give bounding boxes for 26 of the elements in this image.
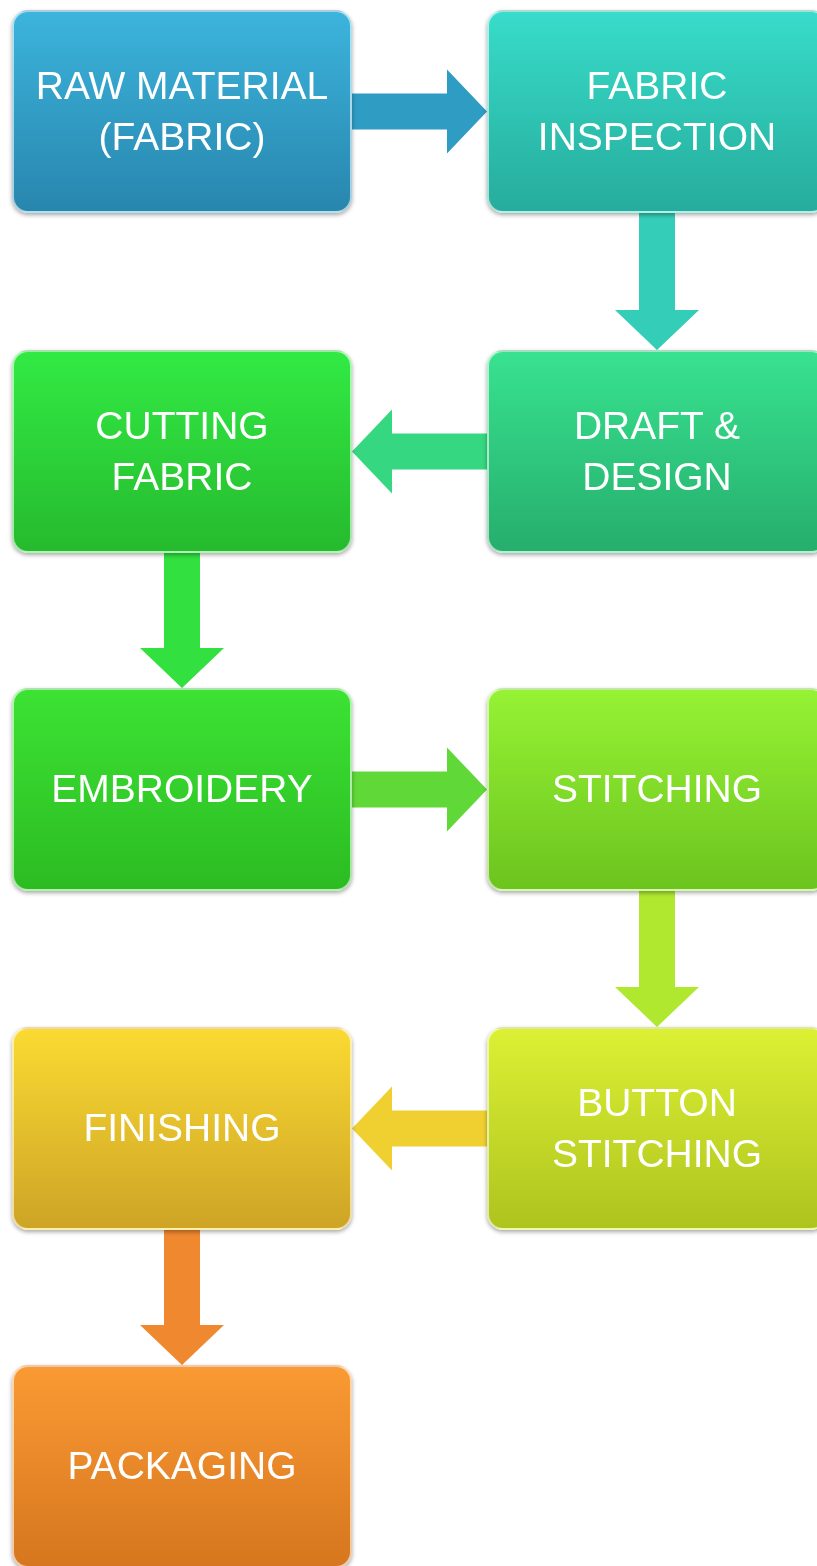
block-arrow xyxy=(352,409,487,494)
process-box xyxy=(487,10,817,213)
process-box xyxy=(487,350,817,553)
step-label: CUTTING FABRIC xyxy=(94,402,270,500)
process-box xyxy=(12,1027,352,1230)
block-arrow xyxy=(352,747,487,832)
step-label: EMBROIDERY xyxy=(51,766,313,813)
process-box xyxy=(12,10,352,213)
block-arrow xyxy=(352,1086,487,1171)
process-box xyxy=(12,688,352,891)
step-label: BUTTON STITCHING xyxy=(550,1079,764,1177)
block-arrow xyxy=(352,69,487,154)
step-label: STITCHING xyxy=(551,766,763,813)
step-label: FINISHING xyxy=(83,1105,281,1152)
block-arrow xyxy=(140,553,224,688)
block-arrow xyxy=(615,891,699,1027)
step-label: DRAFT & DESIGN xyxy=(572,402,742,500)
process-box xyxy=(12,350,352,553)
process-box xyxy=(487,1027,817,1230)
step-label: RAW MATERIAL (FABRIC) xyxy=(34,62,330,160)
process-box xyxy=(12,1365,352,1566)
block-arrow xyxy=(140,1230,224,1365)
block-arrow xyxy=(615,213,699,350)
step-label: FABRIC INSPECTION xyxy=(536,62,778,160)
step-label: PACKAGING xyxy=(67,1443,297,1490)
process-box xyxy=(487,688,817,891)
